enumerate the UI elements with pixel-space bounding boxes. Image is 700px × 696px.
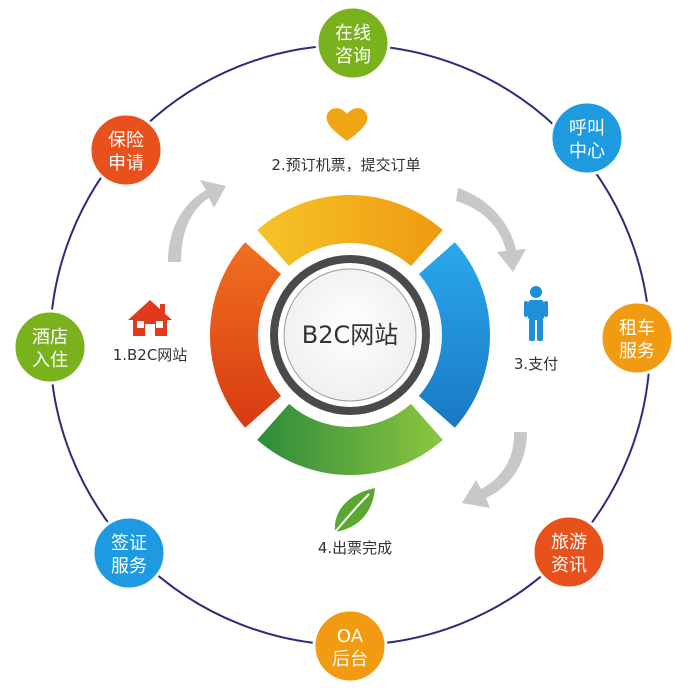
arrow-step2-to-step3 bbox=[456, 188, 526, 272]
arrow-step1-to-step2 bbox=[168, 180, 226, 262]
center-title: B2C网站 bbox=[302, 321, 399, 349]
node-label-line1: 呼叫 bbox=[569, 118, 605, 139]
step2-label: 2.预订机票，提交订单 bbox=[271, 156, 420, 174]
node-label-line2: 咨询 bbox=[335, 46, 371, 67]
step1-label: 1.B2C网站 bbox=[113, 346, 188, 364]
center-disc bbox=[283, 268, 417, 402]
node-label-line1: 签证 bbox=[111, 533, 147, 554]
node-label-line1: 在线 bbox=[335, 23, 371, 44]
node-label-line1: 旅游 bbox=[551, 532, 587, 553]
node-label-line2: 中心 bbox=[569, 141, 605, 162]
process-ring bbox=[210, 194, 490, 475]
node-circle bbox=[531, 514, 607, 590]
ring-segment-right bbox=[418, 242, 490, 428]
node-label-line1: OA bbox=[337, 626, 364, 647]
node-label-line2: 资讯 bbox=[551, 555, 587, 576]
step3-label: 3.支付 bbox=[514, 355, 558, 373]
flow-arrows bbox=[168, 180, 527, 508]
node-circle bbox=[12, 309, 88, 385]
node-circle bbox=[88, 112, 164, 188]
node-circle bbox=[599, 300, 675, 376]
house-icon bbox=[128, 300, 172, 336]
node-circle bbox=[315, 5, 391, 81]
person-icon bbox=[524, 286, 548, 341]
node-label-line2: 服务 bbox=[111, 556, 147, 577]
node-circle bbox=[91, 515, 167, 591]
ring-segment-left bbox=[210, 242, 282, 428]
node-label-line2: 申请 bbox=[108, 153, 144, 174]
step4-label: 4.出票完成 bbox=[318, 539, 392, 557]
node-circle bbox=[312, 608, 388, 684]
heart-icon bbox=[326, 108, 368, 141]
node-label-line2: 服务 bbox=[619, 341, 655, 362]
node-label-line2: 后台 bbox=[332, 649, 368, 670]
ring-segment-bottom bbox=[257, 403, 443, 475]
node-circle bbox=[549, 100, 625, 176]
leaf-icon bbox=[334, 488, 375, 533]
node-label-line1: 保险 bbox=[108, 130, 144, 151]
node-label-line2: 入住 bbox=[32, 350, 68, 371]
node-label-line1: 租车 bbox=[619, 318, 655, 339]
arrow-step3-to-step4 bbox=[462, 432, 527, 508]
ring-segment-top bbox=[257, 194, 443, 267]
node-label-line1: 酒店 bbox=[32, 327, 68, 348]
